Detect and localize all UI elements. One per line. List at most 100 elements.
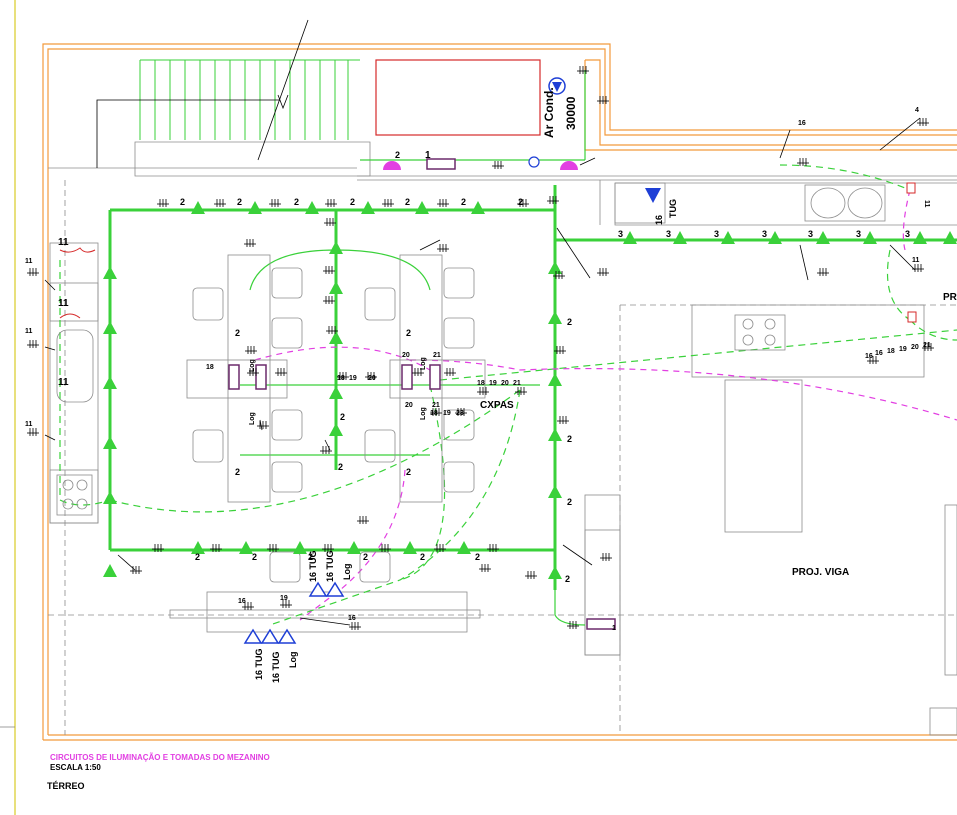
svg-text:11: 11 [25, 258, 33, 265]
ceiling-light-icon [913, 231, 927, 244]
svg-text:2: 2 [406, 467, 411, 477]
ceiling-light-icon [329, 386, 343, 399]
ceiling-light-icon [103, 491, 117, 504]
outlet-triangle-icon [325, 581, 345, 597]
wire-tick [922, 343, 934, 351]
ceiling-light-icon [305, 201, 319, 214]
leader-lines [44, 117, 921, 626]
svg-text:2: 2 [308, 552, 313, 562]
wire-tick [912, 264, 924, 272]
wire-tick [379, 544, 391, 552]
ceiling-lights [103, 201, 957, 579]
wire-tick [210, 544, 222, 552]
wire-tick [382, 199, 394, 207]
wire-tick [326, 326, 338, 334]
ceiling-light-icon [548, 261, 562, 274]
svg-text:18: 18 [337, 375, 345, 382]
svg-text:16: 16 [875, 350, 883, 357]
svg-text:21: 21 [433, 352, 441, 359]
ceiling-light-icon [191, 201, 205, 214]
wire-tick [547, 196, 559, 204]
svg-text:21: 21 [923, 342, 931, 349]
wire-tick [412, 368, 424, 376]
svg-text:2: 2 [395, 150, 400, 160]
wire-tick [554, 346, 566, 354]
wire-tick [430, 408, 442, 416]
ceiling-light-icon [329, 281, 343, 294]
svg-text:16: 16 [238, 598, 246, 605]
svg-text:2: 2 [567, 317, 572, 327]
wire-tick [280, 600, 292, 608]
svg-text:23: 23 [456, 410, 464, 417]
svg-text:19: 19 [443, 410, 451, 417]
svg-text:2: 2 [180, 197, 185, 207]
dashed-lighting-circuits [59, 164, 957, 626]
svg-text:2: 2 [235, 328, 240, 338]
lighting-thin-lines [240, 70, 586, 626]
junction-boxes [228, 158, 616, 630]
svg-text:16 TUG: 16 TUG [308, 550, 318, 582]
sensor-icon [528, 156, 540, 168]
ceiling-light-icon [191, 541, 205, 554]
svg-text:2: 2 [405, 197, 410, 207]
ac-unit-box [375, 59, 541, 136]
svg-text:19: 19 [349, 375, 357, 382]
wire-tick [577, 66, 589, 74]
ceiling-light-icon [347, 541, 361, 554]
wire-tick [517, 199, 529, 207]
svg-text:Log: Log [288, 652, 298, 669]
wire-tick [437, 199, 449, 207]
svg-text:2: 2 [235, 467, 240, 477]
ceiling-light-icon [863, 231, 877, 244]
outlet-triangle-icon [277, 628, 297, 644]
wire-tick [492, 161, 504, 169]
junction-box-icon [401, 364, 413, 390]
svg-text:20: 20 [368, 375, 376, 382]
svg-text:19: 19 [489, 380, 497, 387]
svg-text:2: 2 [363, 552, 368, 562]
wire-tick [365, 372, 377, 380]
wire-tick [27, 268, 39, 276]
wire-tick [244, 239, 256, 247]
stair-arrow [96, 19, 309, 168]
svg-text:2: 2 [461, 197, 466, 207]
junction-box-icon [426, 158, 456, 170]
wire-tick [917, 118, 929, 126]
exterior-walls [42, 43, 957, 741]
svg-text:18: 18 [477, 380, 485, 387]
svg-text:16 TUG: 16 TUG [325, 550, 335, 582]
svg-text:2: 2 [340, 412, 345, 422]
svg-text:3: 3 [808, 229, 813, 239]
wire-tick [267, 544, 279, 552]
outlet-circuit-lines [254, 189, 957, 621]
svg-text:3: 3 [618, 229, 623, 239]
wire-tick [130, 566, 142, 574]
ceiling-light-icon [457, 541, 471, 554]
svg-text:2: 2 [518, 197, 523, 207]
outlet-triangle-icon [243, 628, 263, 644]
wire-tick [323, 266, 335, 274]
wire-tick [525, 571, 537, 579]
svg-text:2: 2 [475, 552, 480, 562]
wire-tick [479, 564, 491, 572]
ceiling-light-icon [816, 231, 830, 244]
svg-text:Log: Log [342, 564, 352, 581]
ceiling-light-icon [103, 376, 117, 389]
svg-text:18: 18 [887, 348, 895, 355]
outlet-triangle-icon [308, 581, 328, 597]
wire-tick [455, 408, 467, 416]
wire-tick [434, 544, 446, 552]
svg-text:18: 18 [430, 410, 438, 417]
ac-btu-label: 30000 [564, 96, 578, 130]
svg-text:21: 21 [432, 402, 440, 409]
drawing-scale: ESCALA 1:50 [50, 763, 101, 772]
ceiling-light-icon [415, 201, 429, 214]
wire-tick [437, 244, 449, 252]
wire-tick [27, 428, 39, 436]
ceiling-light-icon [361, 201, 375, 214]
svg-text:1: 1 [612, 625, 616, 632]
wire-tick [324, 218, 336, 226]
wire-tick [487, 544, 499, 552]
svg-text:2: 2 [406, 328, 411, 338]
